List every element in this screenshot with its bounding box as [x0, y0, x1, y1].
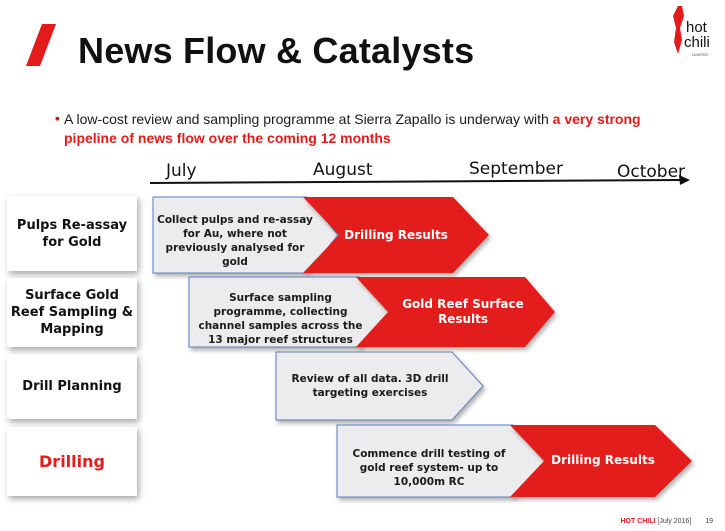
- hot-chili-logo: hot chili LIMITED: [673, 6, 710, 57]
- footer: HOT CHILI [July 2016] 19: [620, 518, 713, 525]
- bullet-highlight: a very strong pipeline of news flow over…: [64, 111, 641, 146]
- month-july: July: [166, 161, 197, 181]
- page-title: News Flow & Catalysts: [78, 30, 475, 71]
- task-text-pulps: Collect pulps and re-assay for Au, where…: [157, 214, 313, 268]
- result-arrow-pulps: [303, 197, 489, 273]
- task-text-surface: Surface sampling programme, collecting c…: [198, 292, 363, 346]
- footer-date: [July 2016]: [657, 518, 692, 525]
- result-arrow-drilling: [510, 425, 692, 497]
- page-number: 19: [705, 518, 713, 525]
- task-text-drilling: Commence drill testing of gold reef syst…: [352, 448, 506, 488]
- bullet-text: A low-cost review and sampling programme…: [64, 111, 553, 127]
- task-arrow-drill-planning: [275, 351, 484, 421]
- month-october: October: [617, 162, 686, 182]
- title-accent-slash: [26, 24, 56, 66]
- timeline-axis: [149, 175, 690, 185]
- result-text-drilling: Drilling Results: [551, 453, 655, 467]
- month-september: September: [469, 159, 563, 179]
- row-label-surface-sampling: Surface Gold Reef Sampling & Mapping: [7, 278, 137, 347]
- bullet-point: ▪ A low-cost review and sampling program…: [55, 110, 674, 148]
- row-label-pulps: Pulps Re-assay for Gold: [7, 196, 137, 271]
- task-text-drill-planning: Review of all data. 3D drill targeting e…: [291, 373, 449, 399]
- footer-brand: HOT CHILI: [620, 518, 656, 525]
- result-text-pulps: Drilling Results: [344, 228, 448, 242]
- row-label-drill-planning: Drill Planning: [7, 354, 137, 419]
- result-arrow-surface: [356, 277, 555, 347]
- result-text-surface: Gold Reef Surface Results: [402, 297, 524, 326]
- svg-text:chili: chili: [684, 34, 710, 51]
- svg-text:hot: hot: [686, 19, 708, 36]
- month-august: August: [313, 160, 373, 180]
- row-label-drilling: Drilling: [7, 427, 137, 496]
- svg-text:LIMITED: LIMITED: [692, 52, 708, 57]
- bullet-marker: ▪: [55, 110, 60, 126]
